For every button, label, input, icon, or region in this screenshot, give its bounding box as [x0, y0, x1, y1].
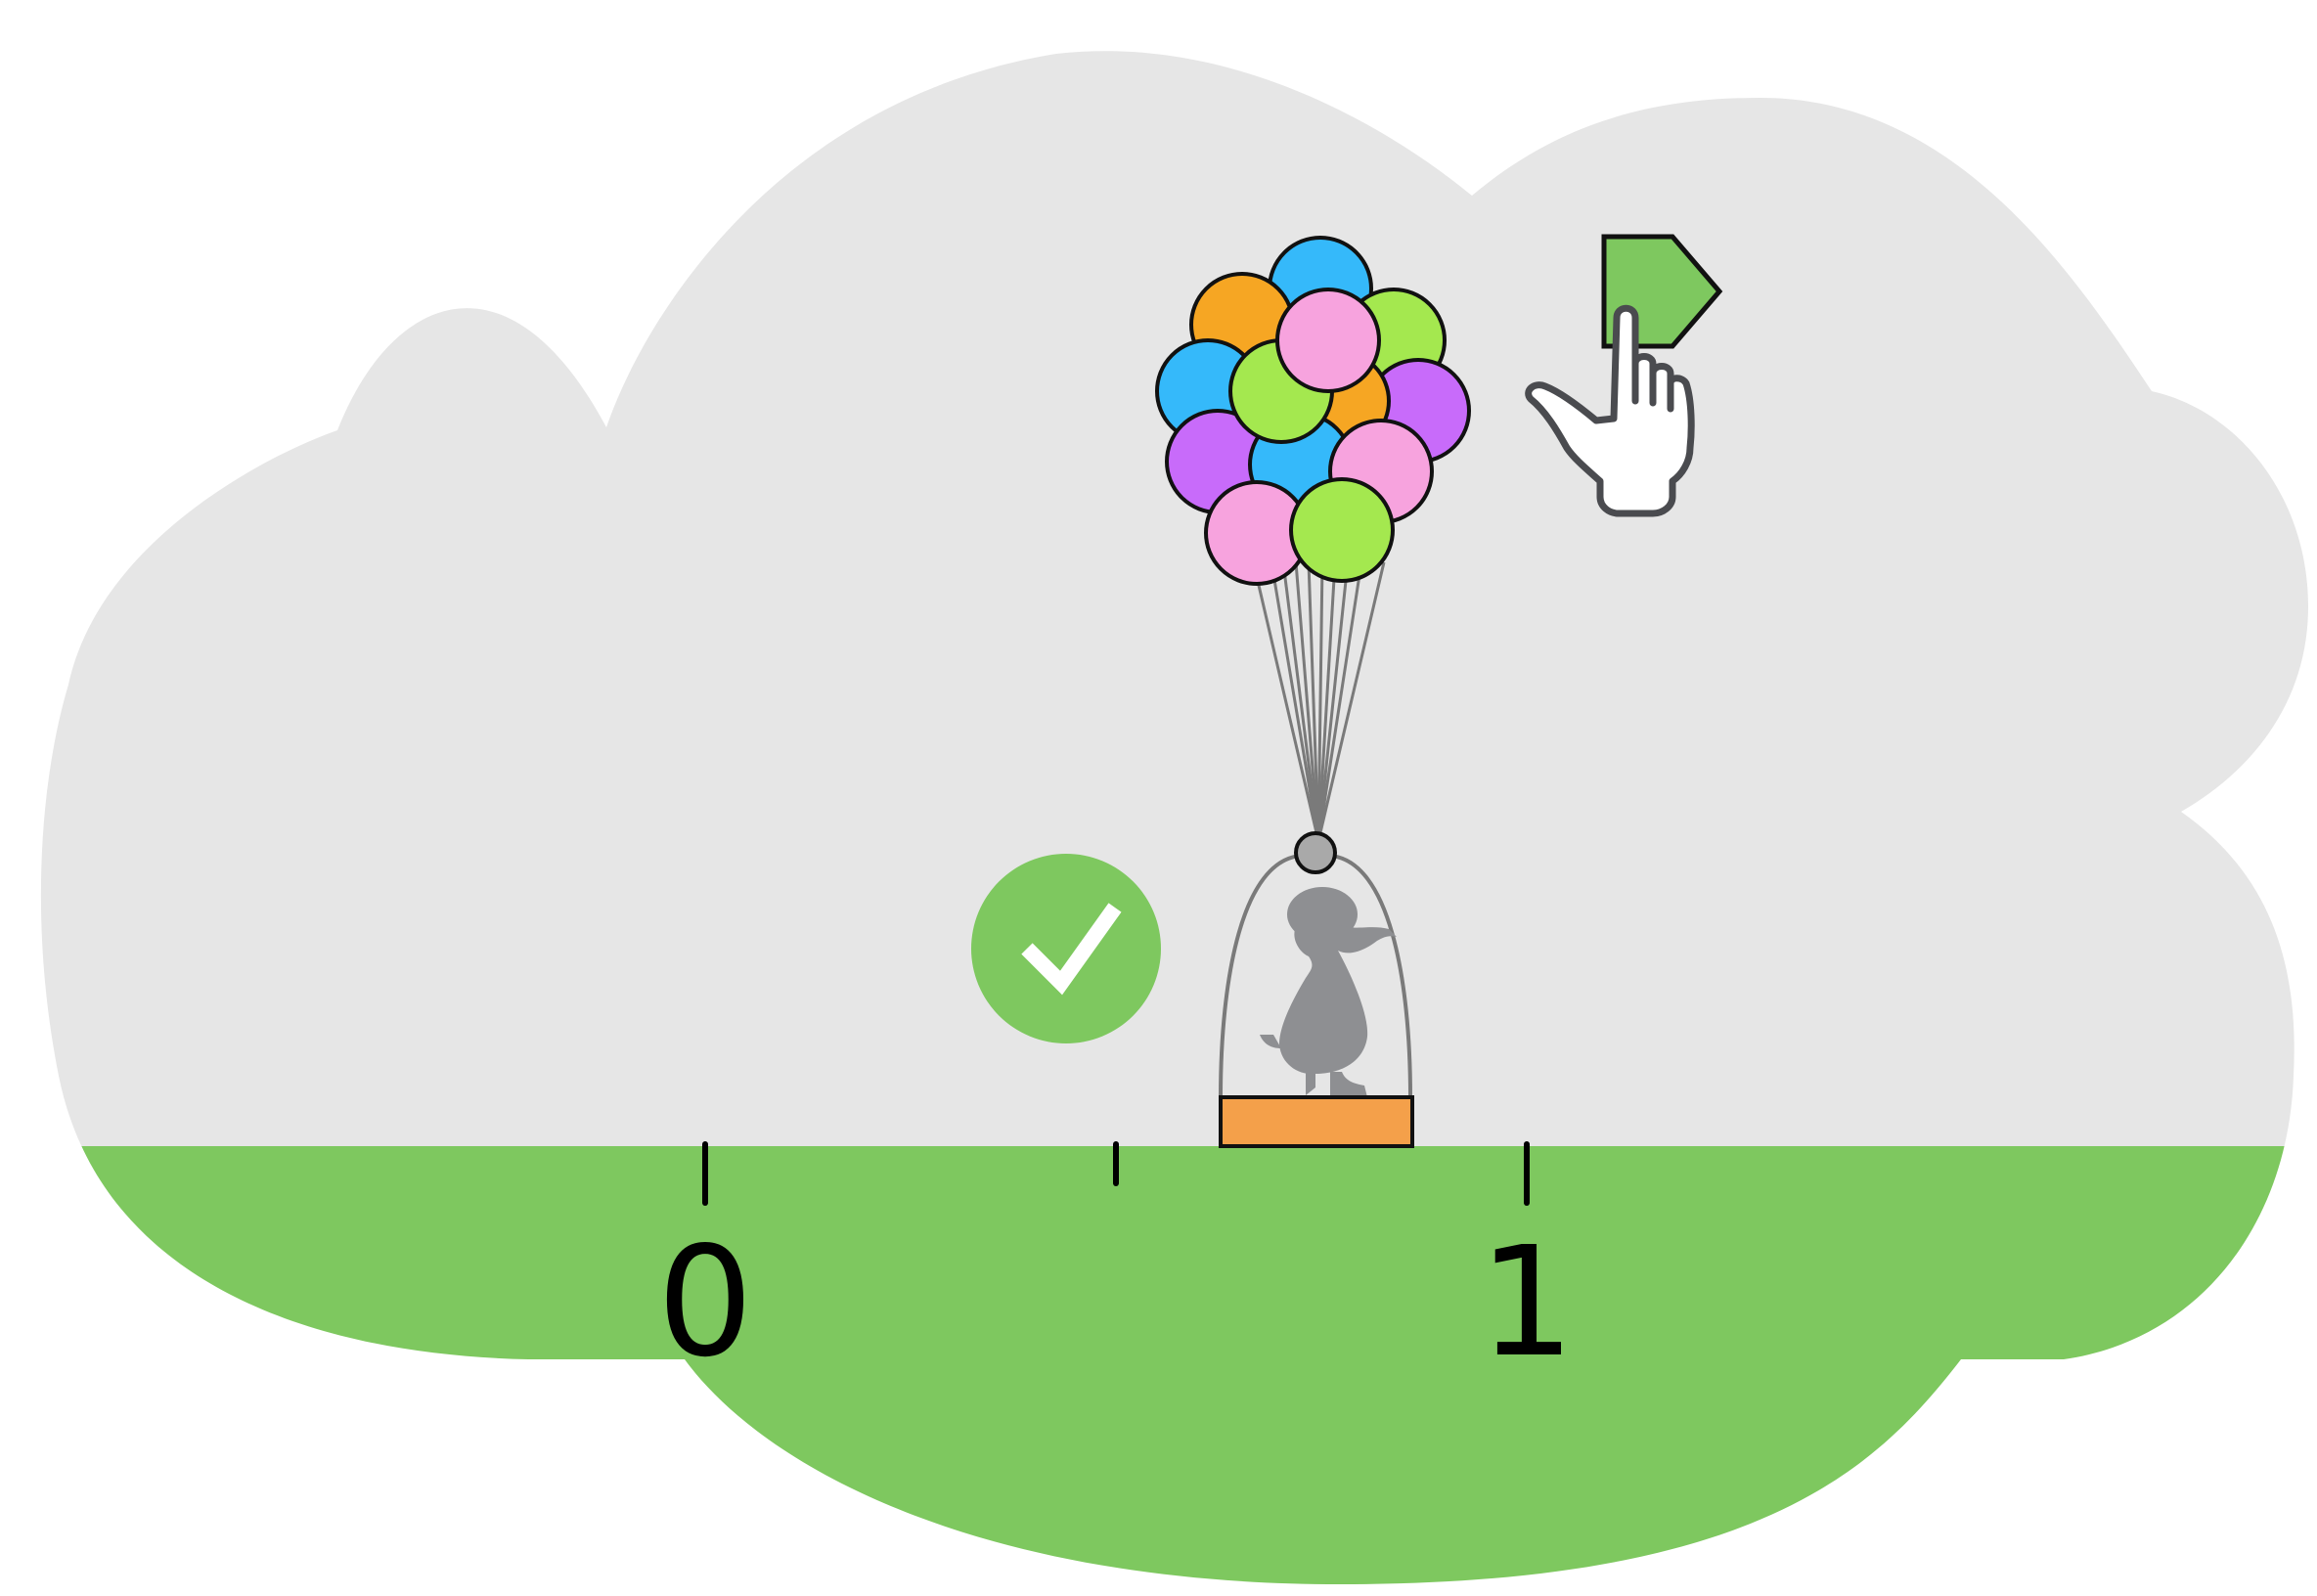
basket-knot: [1294, 831, 1337, 874]
balloon-bunch: [1155, 236, 1471, 586]
tick-label-0: 0: [657, 1214, 754, 1391]
number-line: 0 1: [657, 1141, 1576, 1391]
basket: [1219, 1095, 1414, 1148]
balloon: [1289, 477, 1395, 583]
balloon-strings: [1255, 561, 1386, 842]
passenger-figure: [1260, 887, 1397, 1097]
balloon: [1275, 288, 1381, 393]
sky: [40, 51, 2308, 1146]
tick-label-1: 1: [1479, 1214, 1576, 1391]
checkmark-icon: [971, 854, 1161, 1043]
ground: [40, 1146, 2308, 1585]
tap-hand-icon: [1525, 304, 1695, 517]
